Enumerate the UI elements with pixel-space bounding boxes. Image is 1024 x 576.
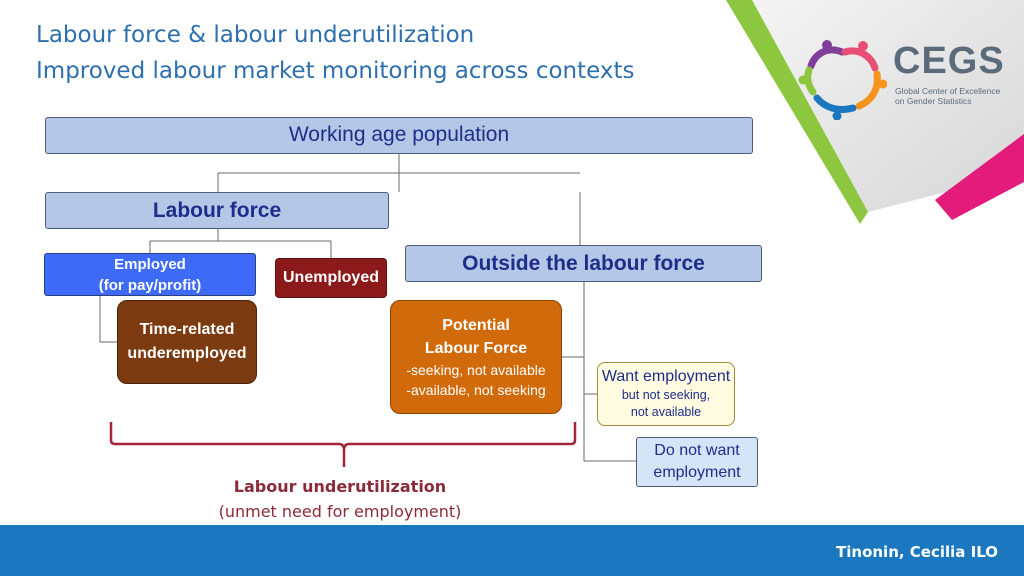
underutilization-bracket <box>109 422 577 467</box>
potential-label: Potential <box>442 317 510 334</box>
potential-labour-force-box: Potential Labour Force -seeking, not ava… <box>390 300 562 414</box>
connector-to-time-related <box>99 296 117 343</box>
green-corner-stripe <box>726 0 868 224</box>
logo-subtitle-line2: on Gender Statistics <box>895 96 972 106</box>
logo-wordmark: CEGS <box>893 40 1005 82</box>
cegs-logo: CEGS Global Center of Excellence on Gend… <box>797 36 1017 120</box>
not-available-label: not available <box>630 405 702 419</box>
footer-bar <box>0 525 1024 576</box>
working-age-population-box: Working age population <box>45 117 753 154</box>
employed-label: Employed <box>114 255 186 273</box>
employment-label: employment <box>653 464 741 481</box>
available-not-seeking-label: -available, not seeking <box>406 382 546 398</box>
want-employment-box: Want employment but not seeking, not ava… <box>597 362 735 426</box>
footer-credit: Tinonin, Cecilia ILO <box>836 543 998 561</box>
employed-sublabel: (for pay/profit) <box>98 276 202 294</box>
people-circle-icon <box>798 40 887 120</box>
unemployed-box: Unemployed <box>275 258 387 298</box>
outside-labour-force-label: Outside the labour force <box>462 251 705 275</box>
logo-subtitle-line1: Global Center of Excellence <box>895 86 1001 96</box>
labour-force-sub-label: Labour Force <box>424 340 528 357</box>
pink-corner-stripe <box>935 134 1024 220</box>
do-not-want-employment-box: Do not want employment <box>636 437 758 487</box>
slide-subtitle: Improved labour market monitoring across… <box>36 58 635 84</box>
underemployed-label: underemployed <box>127 345 247 362</box>
time-related-label: Time-related <box>139 321 235 338</box>
labour-force-box: Labour force <box>45 192 389 229</box>
time-related-underemployed-box: Time-related underemployed <box>117 300 257 384</box>
do-not-want-label: Do not want <box>654 442 740 459</box>
seeking-not-available-label: -seeking, not available <box>406 362 546 378</box>
not-seeking-label: but not seeking, <box>621 388 711 402</box>
unemployed-label: Unemployed <box>282 269 379 286</box>
underutilization-subtitle: (unmet need for employment) <box>218 502 462 521</box>
outside-labour-force-box: Outside the labour force <box>405 245 762 282</box>
working-age-population-label: Working age population <box>288 122 510 146</box>
labour-force-label: Labour force <box>152 198 282 222</box>
underutilization-title: Labour underutilization <box>233 477 447 496</box>
want-employment-label: Want employment <box>601 368 731 385</box>
slide-title: Labour force & labour underutilization <box>36 22 475 48</box>
employed-box: Employed (for pay/profit) <box>44 253 256 296</box>
